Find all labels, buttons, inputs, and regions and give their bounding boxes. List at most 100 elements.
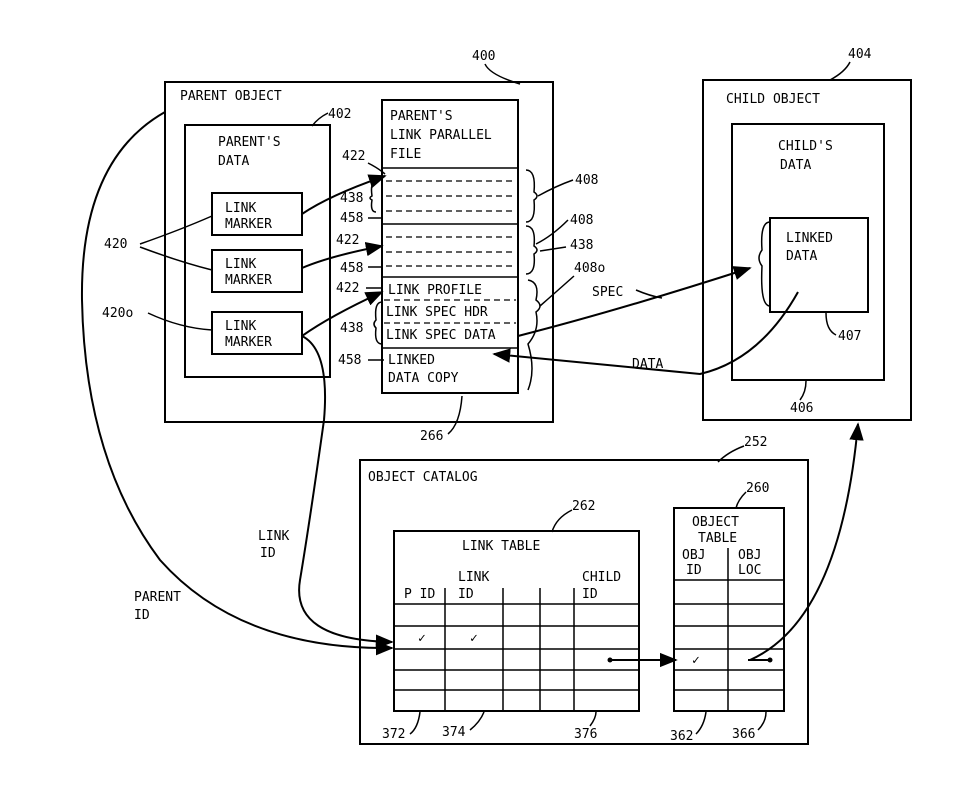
leader-line — [590, 712, 596, 726]
leader-line — [826, 313, 836, 335]
ref-422: 422 — [342, 149, 365, 164]
parent-id-label-1: PARENT — [134, 590, 181, 605]
leader-line — [140, 247, 212, 270]
linked-data-copy-2: DATA COPY — [388, 371, 459, 386]
ref-458: 458 — [340, 211, 363, 226]
ref-408o: 408o — [574, 261, 605, 276]
spec-label: SPEC — [592, 285, 623, 300]
marker-ref-420o: 420o — [102, 306, 133, 321]
childs-data-label-1: CHILD'S — [778, 139, 833, 154]
ref-438: 438 — [340, 321, 363, 336]
parallel-file-box — [382, 100, 518, 393]
parent-id-label-2: ID — [134, 608, 150, 623]
link-marker-2-l1: LINK — [225, 257, 256, 272]
brace — [374, 302, 382, 344]
linked-ref-407: 407 — [838, 329, 861, 344]
col-ref-362: 362 — [670, 729, 693, 744]
ref-408: 408 — [570, 213, 593, 228]
ref-438: 438 — [340, 191, 363, 206]
parents-data-label-2: DATA — [218, 154, 249, 169]
link-col-link-1: LINK — [458, 570, 489, 585]
brace — [370, 182, 376, 212]
link-spec-data: LINK SPEC DATA — [386, 328, 496, 343]
link-table-box — [394, 531, 639, 711]
object-catalog: OBJECT CATALOG 252 LINK TABLE 262 P ID L… — [360, 435, 808, 744]
parallel-file-h3: FILE — [390, 147, 421, 162]
link-col-pid: P ID — [404, 587, 435, 602]
leader-line — [758, 712, 766, 730]
parents-data-ref: 402 — [328, 107, 351, 122]
leader-line — [540, 276, 574, 306]
check-mark: ✓ — [470, 631, 478, 646]
link-marker-1-l2: MARKER — [225, 217, 272, 232]
link-marker-1-l1: LINK — [225, 201, 256, 216]
link-profile: LINK PROFILE — [388, 283, 482, 298]
link-marker-3-l1: LINK — [225, 319, 256, 334]
leader-line — [552, 510, 572, 532]
brace — [526, 226, 537, 274]
link-spec-hdr: LINK SPEC HDR — [386, 305, 488, 320]
brace — [759, 222, 770, 306]
dot — [608, 658, 613, 663]
ref-266: 266 — [420, 429, 443, 444]
link-col-child-2: ID — [582, 587, 598, 602]
parallel-file-h2: LINK PARALLEL — [390, 128, 492, 143]
parent-object-title: PARENT OBJECT — [180, 89, 282, 104]
child-object-ref: 404 — [848, 47, 872, 62]
leader-line — [410, 712, 420, 734]
ref-458: 458 — [338, 353, 361, 368]
obj-col-loc-2: LOC — [738, 563, 761, 578]
link-table-ref: 262 — [572, 499, 595, 514]
ref-458: 458 — [340, 261, 363, 276]
link-marker-3-l2: MARKER — [225, 335, 272, 350]
child-object: CHILD OBJECT 404 CHILD'S DATA LINKED DAT… — [703, 47, 911, 420]
col-ref-376: 376 — [574, 727, 597, 742]
ref-408: 408 — [575, 173, 598, 188]
object-table: OBJECT TABLE 260 OBJ ID OBJ LOC ✓ 362 36… — [670, 481, 784, 744]
obj-col-loc-1: OBJ — [738, 548, 761, 563]
inner-ref-406: 406 — [790, 401, 813, 416]
parent-object: PARENT OBJECT 400 402 PARENT'S DATA LINK… — [102, 49, 605, 444]
leader-line — [830, 62, 850, 80]
col-ref-372: 372 — [382, 727, 405, 742]
linked-data-copy-1: LINKED — [388, 353, 435, 368]
brace — [528, 280, 540, 390]
object-table-title-2: TABLE — [698, 531, 737, 546]
link-marker-2-l2: MARKER — [225, 273, 272, 288]
parallel-file-h1: PARENT'S — [390, 109, 453, 124]
linked-data-l2: DATA — [786, 249, 817, 264]
leader-line — [448, 396, 462, 434]
link-id-arrow — [299, 336, 392, 642]
leader-line — [538, 180, 573, 196]
object-table-title-1: OBJECT — [692, 515, 739, 530]
linked-data-l1: LINKED — [786, 231, 833, 246]
leader-line — [636, 290, 662, 298]
parent-object-ref: 400 — [472, 49, 495, 64]
parents-data-label-1: PARENT'S — [218, 135, 281, 150]
link-table-title: LINK TABLE — [462, 539, 540, 554]
col-ref-366: 366 — [732, 727, 755, 742]
childs-data-label-2: DATA — [780, 158, 811, 173]
ref-422: 422 — [336, 281, 359, 296]
link-table: LINK TABLE 262 P ID LINK ID CHILD ID ✓ ✓… — [382, 499, 639, 742]
leader-line — [148, 313, 212, 330]
child-object-title: CHILD OBJECT — [726, 92, 820, 107]
obj-col-id-1: OBJ — [682, 548, 705, 563]
link-id-label-2: ID — [260, 546, 276, 561]
ref-422: 422 — [336, 233, 359, 248]
leader-line — [470, 712, 484, 730]
marker-ref-420: 420 — [104, 237, 127, 252]
link-col-child-1: CHILD — [582, 570, 621, 585]
leader-line — [736, 492, 746, 508]
object-table-ref: 260 — [746, 481, 769, 496]
link-col-link-2: ID — [458, 587, 474, 602]
leader-line — [140, 216, 212, 244]
check-mark: ✓ — [692, 653, 700, 668]
check-mark: ✓ — [418, 631, 426, 646]
col-ref-374: 374 — [442, 725, 466, 740]
link-id-label-1: LINK — [258, 529, 289, 544]
leader-line — [696, 712, 706, 734]
object-catalog-ref: 252 — [744, 435, 767, 450]
brace — [526, 170, 537, 222]
